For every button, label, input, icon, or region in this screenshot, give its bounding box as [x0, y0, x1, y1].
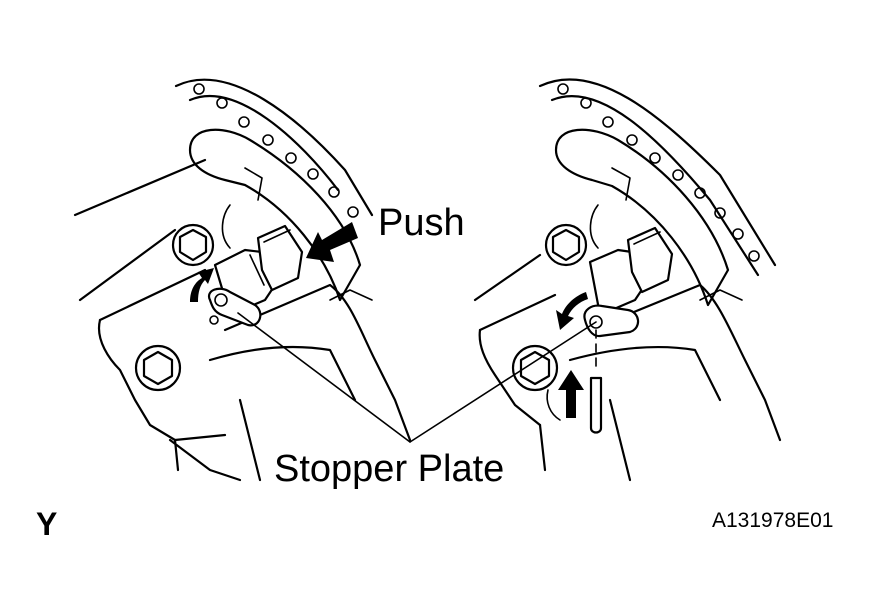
stopper-pin — [589, 329, 603, 434]
tensioner-body-right — [583, 226, 674, 338]
bolt-upper-left — [171, 223, 215, 267]
push-arrow — [306, 222, 358, 262]
tensioner-body-left — [207, 224, 304, 327]
stopper-plate-leaders — [237, 312, 597, 443]
engine-block-right — [473, 204, 782, 482]
bolt-lower-right — [511, 344, 559, 392]
timing-chain-right — [538, 78, 777, 277]
rotate-up-arrow-left — [190, 268, 214, 302]
insert-up-arrow — [558, 370, 584, 418]
chain-slipper-left — [188, 128, 362, 302]
push-label: Push — [378, 202, 465, 244]
chain-slipper-right — [554, 128, 730, 307]
right-view — [473, 78, 782, 482]
figure-code: A131978E01 — [712, 509, 834, 532]
left-view — [73, 78, 412, 482]
stopper-plate-label: Stopper Plate — [274, 448, 505, 490]
bolt-lower-left — [134, 344, 182, 392]
view-letter: Y — [36, 506, 58, 542]
rotate-arrow-right — [556, 292, 588, 330]
timing-chain-left — [174, 78, 374, 218]
bolt-upper-right — [544, 223, 588, 267]
